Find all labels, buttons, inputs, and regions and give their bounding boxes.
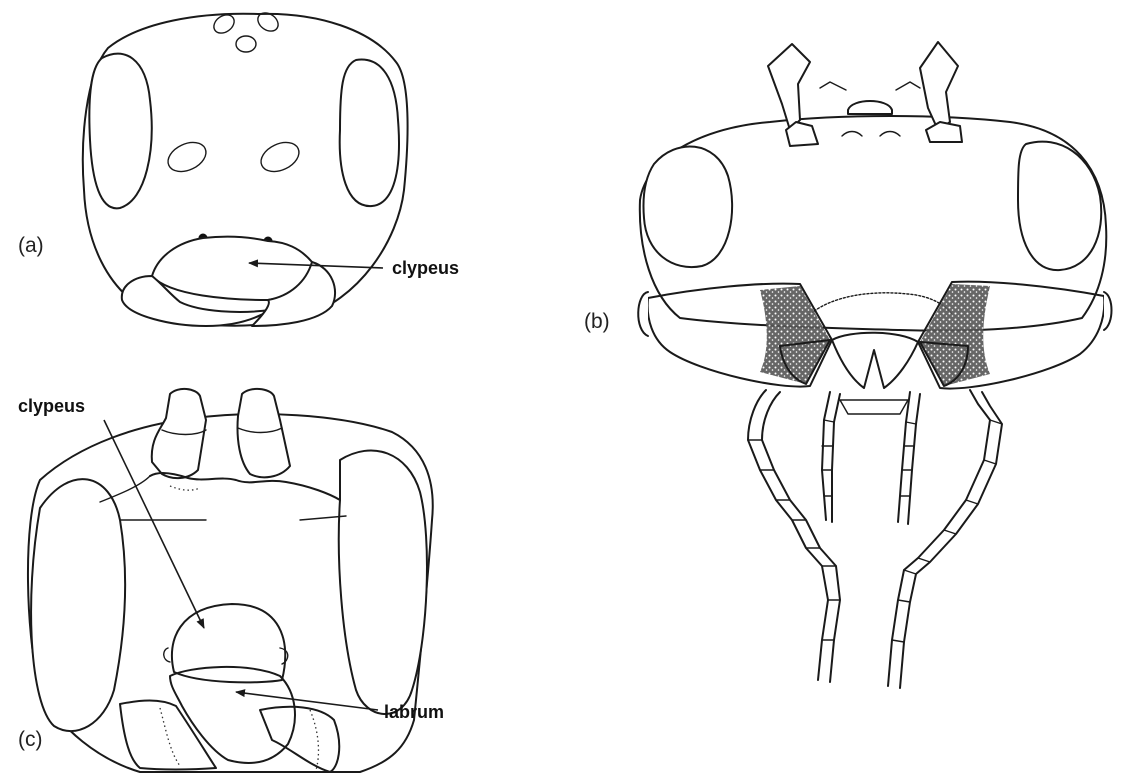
panel-label-c: (c) — [18, 728, 43, 751]
panel-label-a: (a) — [18, 234, 44, 257]
panel-c-head-diagram: (c) clypeus labrum — [18, 389, 444, 772]
panel-b-head-diagram: (b) — [584, 42, 1112, 688]
panel-a-head-diagram: (a) clypeus — [18, 9, 459, 326]
panel-label-b: (b) — [584, 310, 610, 333]
labrum-label-c: labrum — [384, 702, 444, 722]
clypeus-label-c: clypeus — [18, 396, 85, 416]
clypeus-label-a: clypeus — [392, 258, 459, 278]
